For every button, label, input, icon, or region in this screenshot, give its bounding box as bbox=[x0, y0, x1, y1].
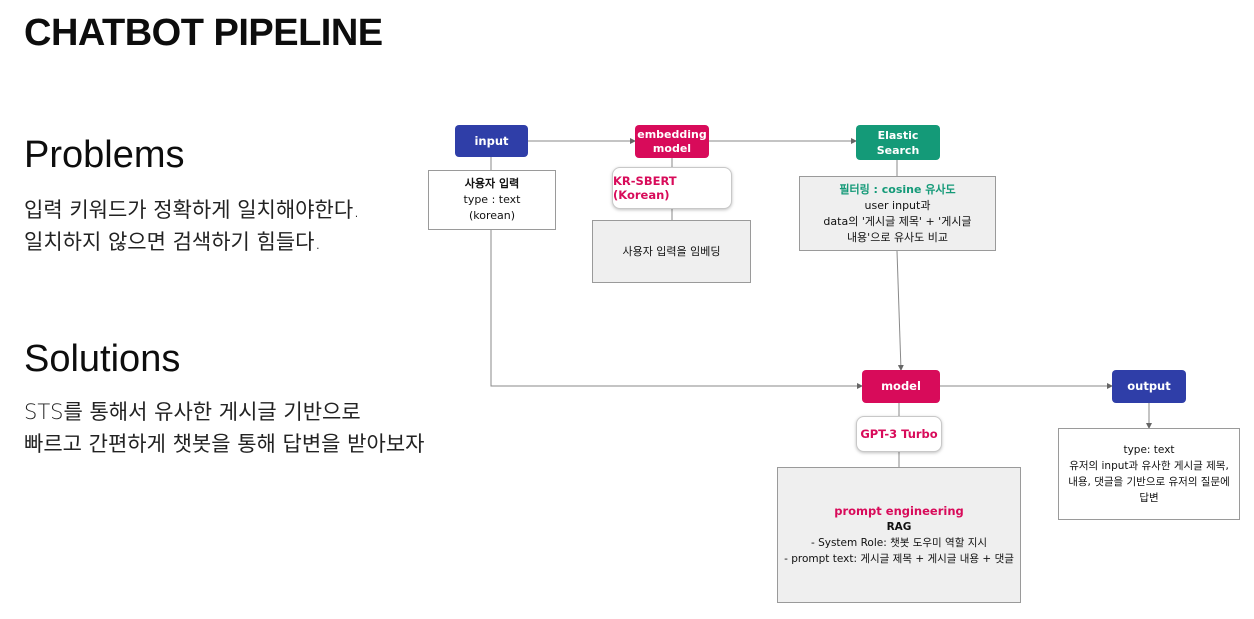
model-node-label: model bbox=[881, 379, 921, 393]
prompt-box: prompt engineering RAG - System Role: 챗봇… bbox=[777, 467, 1021, 603]
prompt-box-line-1: - System Role: 챗봇 도우미 역할 지시 bbox=[810, 537, 988, 549]
elastic-search-label: Elastic Search bbox=[876, 128, 920, 157]
problems-line-1: 입력 키워드가 정확하게 일치해야한다. bbox=[24, 198, 360, 222]
problems-heading: Problems bbox=[24, 134, 185, 176]
embedding-box: 사용자 입력을 임베딩 bbox=[592, 220, 751, 283]
output-box-line-3: 내용, 댓글을 기반으로 유저의 질문에 bbox=[1068, 476, 1230, 488]
input-box-line-2: (korean) bbox=[468, 209, 516, 222]
edge-elasticbox-model bbox=[896, 250, 904, 371]
input-node-label: input bbox=[474, 133, 509, 148]
input-box: 사용자 입력 type : text (korean) bbox=[428, 170, 556, 230]
embedding-node[interactable]: embedding model bbox=[635, 125, 709, 158]
output-node-label: output bbox=[1127, 379, 1171, 393]
elastic-box-line-2: data의 '게시글 제목' + '게시글 bbox=[823, 214, 972, 228]
elastic-search-node[interactable]: Elastic Search bbox=[856, 125, 940, 160]
problems-line-2: 일치하지 않으면 검색하기 힘들다. bbox=[24, 230, 322, 254]
embedding-model-pill: KR-SBERT (Korean) bbox=[612, 167, 732, 209]
solutions-line-1: STS를 통해서 유사한 게시글 기반으로 bbox=[24, 400, 361, 424]
elastic-box-title: 필터링 : cosine 유사도 bbox=[839, 182, 956, 196]
input-box-line-1: type : text bbox=[463, 193, 521, 206]
solutions-line-2: 빠르고 간편하게 챗봇을 통해 답변을 받아보자 bbox=[24, 432, 425, 456]
problems-text: 입력 키워드가 정확하게 일치해야한다. 일치하지 않으면 검색하기 힘들다. bbox=[24, 194, 360, 258]
output-box-line-1: type: text bbox=[1123, 444, 1175, 456]
solutions-text: STS를 통해서 유사한 게시글 기반으로 빠르고 간편하게 챗봇을 통해 답변… bbox=[24, 396, 424, 460]
embedding-box-text: 사용자 입력을 임베딩 bbox=[622, 244, 721, 258]
input-box-title: 사용자 입력 bbox=[464, 177, 520, 190]
gpt-model-name: GPT-3 Turbo bbox=[860, 427, 938, 441]
page-title: CHATBOT PIPELINE bbox=[24, 12, 383, 54]
prompt-box-subtitle: RAG bbox=[886, 521, 912, 533]
output-box-line-4: 답변 bbox=[1139, 492, 1159, 504]
input-node[interactable]: input bbox=[455, 125, 528, 157]
output-box-line-2: 유저의 input과 유사한 게시글 제목, bbox=[1069, 460, 1229, 472]
solutions-heading: Solutions bbox=[24, 338, 181, 380]
edge-inputbox-model bbox=[490, 230, 863, 389]
prompt-box-line-2: - prompt text: 게시글 제목 + 게시글 내용 + 댓글 bbox=[784, 553, 1014, 565]
model-node[interactable]: model bbox=[862, 370, 940, 403]
output-node[interactable]: output bbox=[1112, 370, 1186, 403]
embedding-model-name: KR-SBERT (Korean) bbox=[613, 174, 677, 202]
output-box: type: text 유저의 input과 유사한 게시글 제목, 내용, 댓글… bbox=[1058, 428, 1240, 520]
elastic-box-line-3: 내용'으로 유사도 비교 bbox=[846, 230, 949, 244]
prompt-box-title: prompt engineering bbox=[834, 504, 964, 518]
elastic-box: 필터링 : cosine 유사도 user input과 data의 '게시글 … bbox=[799, 176, 996, 251]
embedding-node-label: embedding model bbox=[637, 127, 707, 155]
elastic-box-line-1: user input과 bbox=[864, 198, 931, 212]
gpt-model-pill: GPT-3 Turbo bbox=[856, 416, 942, 452]
